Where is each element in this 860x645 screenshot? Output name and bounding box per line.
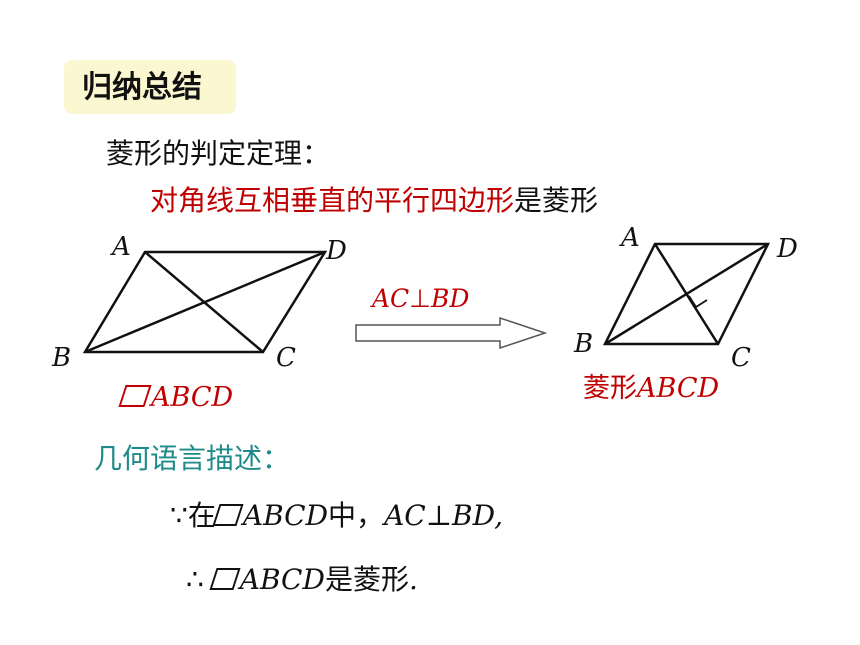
left-parallelogram xyxy=(82,250,328,354)
condition-operator: ⊥ xyxy=(409,284,431,313)
left-caption-name: ABCD xyxy=(151,382,234,413)
line2-end: . xyxy=(408,563,418,596)
right-caption-name: ABCD xyxy=(637,373,720,404)
right-caption-prefix: 菱形 xyxy=(583,373,637,404)
left-vertex-d: D xyxy=(326,236,347,266)
left-figure-caption: ABCD xyxy=(118,382,234,414)
line2-suffix: 是菱形 xyxy=(324,563,409,596)
right-vertex-c: C xyxy=(731,343,751,373)
theorem-condition-text: 对角线互相垂直的平行四边形 xyxy=(150,184,515,217)
proof-line-therefore: ∴ ABCD是菱形. xyxy=(186,561,418,599)
arrow-condition: AC⊥BD xyxy=(372,284,469,314)
line1-name: ABCD xyxy=(242,499,329,532)
theorem-heading: 菱形的判定定理： xyxy=(106,137,331,170)
line1-in: 在 xyxy=(187,499,216,532)
parallelogram-symbol xyxy=(209,568,241,590)
line2-name: ABCD xyxy=(239,563,325,596)
right-rhombus xyxy=(602,242,771,346)
left-vertex-c: C xyxy=(276,343,296,373)
geometric-language-title: 几何语言描述： xyxy=(94,442,291,475)
theorem-conclusion-text: 是菱形 xyxy=(514,184,599,217)
implication-arrow xyxy=(355,316,548,350)
parallelogram-symbol xyxy=(118,385,152,407)
left-vertex-b: B xyxy=(52,343,72,373)
proof-line-because: ∵在 ABCD中，AC⊥BD, xyxy=(170,497,503,535)
summary-badge xyxy=(64,60,236,114)
summary-badge-title: 归纳总结 xyxy=(82,70,202,105)
therefore-symbol: ∴ xyxy=(186,563,204,596)
right-figure-caption: 菱形ABCD xyxy=(583,372,719,406)
right-vertex-b: B xyxy=(574,329,594,359)
parallelogram-symbol xyxy=(212,504,244,526)
right-vertex-d: D xyxy=(777,234,798,264)
condition-lhs: AC xyxy=(372,284,410,313)
line1-mid: 中， xyxy=(328,499,385,532)
right-diagonal-bd xyxy=(604,242,769,346)
left-diagonal-bd xyxy=(84,250,326,354)
condition-rhs: BD xyxy=(430,284,470,313)
theorem-statement: 对角线互相垂直的平行四边形是菱形 xyxy=(150,182,598,220)
right-vertex-a: A xyxy=(621,223,640,253)
left-vertex-a: A xyxy=(112,232,131,262)
right-angle-mark xyxy=(688,295,708,309)
line1-end: , xyxy=(494,499,503,532)
line1-condition: AC⊥BD xyxy=(384,499,495,532)
because-symbol: ∵ xyxy=(170,499,188,532)
